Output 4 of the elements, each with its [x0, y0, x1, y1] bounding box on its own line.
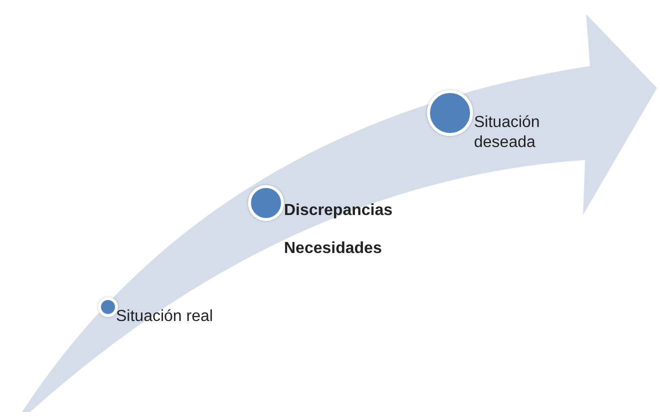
node-label: Situación deseada [474, 113, 541, 153]
node-label: Situación real [116, 307, 213, 327]
node-label: Discrepancias [284, 201, 393, 221]
node-label: Necesidades [284, 239, 382, 259]
